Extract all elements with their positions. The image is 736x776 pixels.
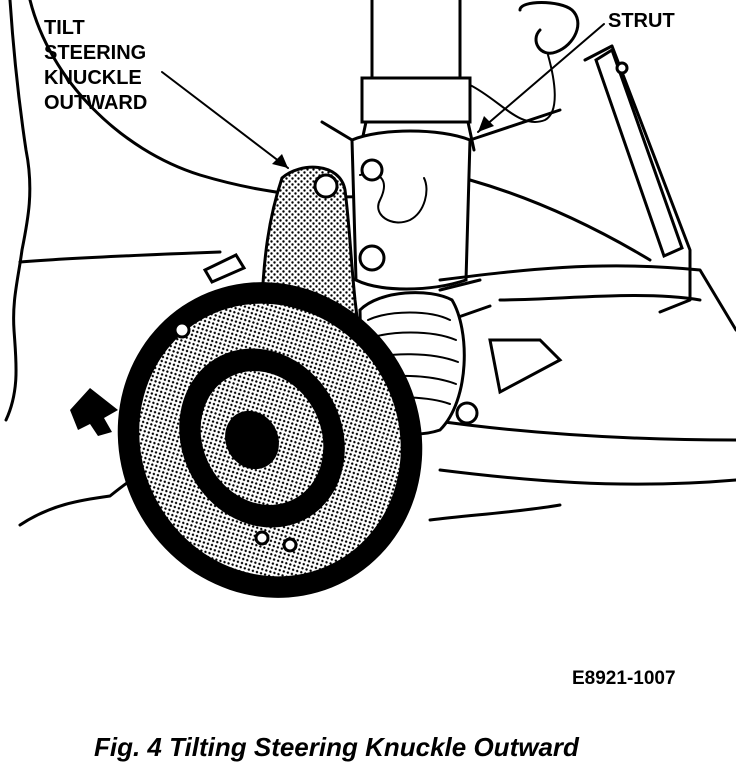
tilt-direction-arrow (70, 388, 118, 436)
lower-control-arm (428, 264, 736, 486)
strut-leader-arrowhead (478, 116, 494, 132)
tilt-label-line1: TILT (44, 17, 85, 39)
figure-caption: Fig. 4 Tilting Steering Knuckle Outward (94, 732, 580, 762)
knuckle-leader-arrowhead (272, 154, 288, 168)
figure-code: E8921-1007 (572, 668, 676, 689)
strut-assembly (320, 0, 562, 291)
strut-label: STRUT (608, 10, 675, 32)
ground-outline (18, 476, 562, 527)
brake-rotor (117, 253, 423, 598)
tilt-label-line2: STEERING (44, 42, 146, 64)
frame-rail (468, 44, 692, 314)
knuckle-leader-line (161, 71, 289, 169)
strut-leader-line (477, 23, 605, 133)
tilt-label-line4: OUTWARD (44, 92, 147, 114)
strut-hose (469, 1, 580, 123)
tilt-label-line3: KNUCKLE (44, 67, 142, 89)
